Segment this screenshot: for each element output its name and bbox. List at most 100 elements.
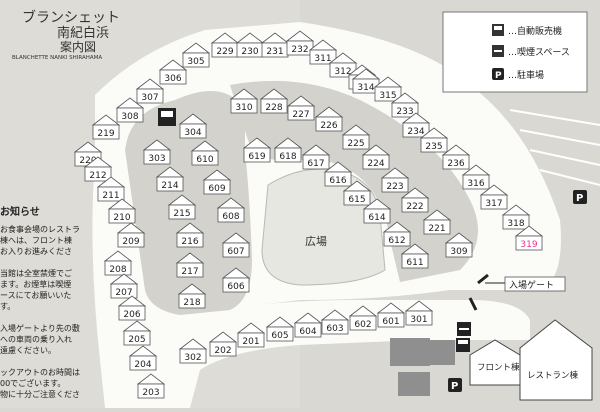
cabin-319: 319 (514, 225, 544, 251)
cabin-body (309, 49, 337, 65)
cabin-number: 212 (89, 171, 106, 181)
cabin-617: 617 (301, 144, 331, 170)
cabin-body (445, 242, 473, 258)
cabin-202: 202 (208, 331, 238, 357)
cabin-number: 209 (122, 237, 139, 247)
cabin-number: 308 (121, 112, 138, 122)
cabin-316: 316 (461, 164, 491, 190)
cabin-body (442, 154, 470, 170)
cabin-body (405, 310, 433, 326)
cabin-232: 232 (285, 30, 315, 56)
cabin-number: 618 (279, 152, 296, 162)
notice-line: 遠慮ください。 (0, 345, 56, 355)
cabin-number: 601 (382, 317, 399, 327)
cabin-body (108, 208, 136, 224)
cabin-body (129, 355, 157, 371)
cabin-307: 307 (135, 78, 165, 104)
cabin-235: 235 (419, 127, 449, 153)
cabin-number: 309 (450, 247, 467, 257)
cabin-605: 605 (265, 316, 295, 342)
cabin-number: 301 (410, 315, 427, 325)
cabin-number: 608 (222, 212, 239, 222)
cabin-group: 2292302312323113123133143152332342352363… (73, 30, 544, 399)
cabin-303: 303 (142, 139, 172, 165)
cabin-body (222, 277, 250, 293)
cabin-604: 604 (293, 312, 323, 338)
parking-marker-south-label: P (451, 381, 458, 392)
cabin-body (381, 177, 409, 193)
gate-label: 入場ゲート (509, 279, 554, 291)
cabin-body (176, 232, 204, 248)
cabin-body (179, 123, 207, 139)
cabin-201: 201 (236, 322, 266, 348)
title-line3: 案内図 (60, 39, 96, 54)
cabin-body (324, 171, 352, 187)
cabin-number: 615 (348, 195, 365, 205)
notice-line: 棟へは、フロント棟 (0, 235, 72, 245)
cabin-number: 222 (406, 202, 423, 212)
notice-line: ます。お煙草は喫煙 (0, 279, 71, 289)
cabin-610: 610 (190, 140, 220, 166)
cabin-233: 233 (390, 92, 420, 118)
cabin-219: 219 (91, 114, 121, 140)
restaurant-building: レストラン棟 (519, 319, 593, 401)
cabin-211: 211 (96, 176, 126, 202)
cabin-204: 204 (128, 345, 158, 371)
cabin-body (363, 208, 391, 224)
cabin-body (342, 134, 370, 150)
cabin-body (480, 194, 508, 210)
cabin-205: 205 (122, 320, 152, 346)
cabin-number: 210 (113, 213, 130, 223)
cabin-606: 606 (221, 267, 251, 293)
cabin-body (502, 214, 530, 230)
cabin-number: 307 (141, 93, 158, 103)
cabin-number: 314 (357, 83, 374, 93)
cabin-body (217, 207, 245, 223)
entrance-gate: 入場ゲート (468, 273, 566, 311)
notice: お知らせ お食事会場のレストラ棟へは、フロント棟お入りお進みくださ当館は全室禁煙… (0, 205, 80, 399)
cabin-612: 612 (382, 221, 412, 247)
cabin-number: 226 (320, 121, 337, 131)
cabin-body (123, 330, 151, 346)
cabin-body (84, 166, 112, 182)
cabin-302: 302 (178, 338, 208, 364)
plaza-label: 広場 (305, 235, 327, 248)
cabin-body (143, 149, 171, 165)
parking-marker-south: P (448, 378, 462, 392)
cabin-number: 312 (334, 67, 351, 77)
cabin-body (515, 235, 543, 251)
cabin-body (274, 147, 302, 163)
cabin-number: 204 (134, 360, 151, 370)
cabin-body (117, 232, 145, 248)
cabin-301: 301 (404, 300, 434, 326)
cabin-number: 219 (97, 129, 114, 139)
cabin-number: 227 (292, 110, 309, 120)
cabin-number: 232 (291, 45, 308, 55)
cabin-number: 603 (326, 324, 343, 334)
cabin-number: 206 (123, 310, 140, 320)
cabin-236: 236 (441, 144, 471, 170)
cabin-body (168, 204, 196, 220)
cabin-311: 311 (308, 39, 338, 65)
cabin-number: 606 (227, 282, 244, 292)
parking-icon (492, 68, 504, 80)
notice-line: お食事会場のレストラ (0, 224, 80, 234)
cabin-body (178, 293, 206, 309)
cabin-318: 318 (501, 204, 531, 230)
cabin-310: 310 (229, 88, 259, 114)
cabin-number: 617 (307, 159, 324, 169)
cabin-number: 612 (388, 236, 405, 246)
cabin-number: 224 (367, 159, 384, 169)
plaza-area (261, 168, 386, 286)
cabin-body (287, 105, 315, 121)
south-buildings (390, 338, 455, 396)
legend-vending: …自動販売機 (508, 25, 562, 37)
cabin-208: 208 (103, 250, 133, 276)
cabin-body (377, 312, 405, 328)
restaurant-building-label: レストラン棟 (527, 370, 579, 381)
island-east (230, 80, 478, 282)
cabin-number: 235 (425, 142, 442, 152)
legend-parking: …駐車場 (508, 69, 544, 81)
cabin-number: 302 (184, 353, 201, 363)
